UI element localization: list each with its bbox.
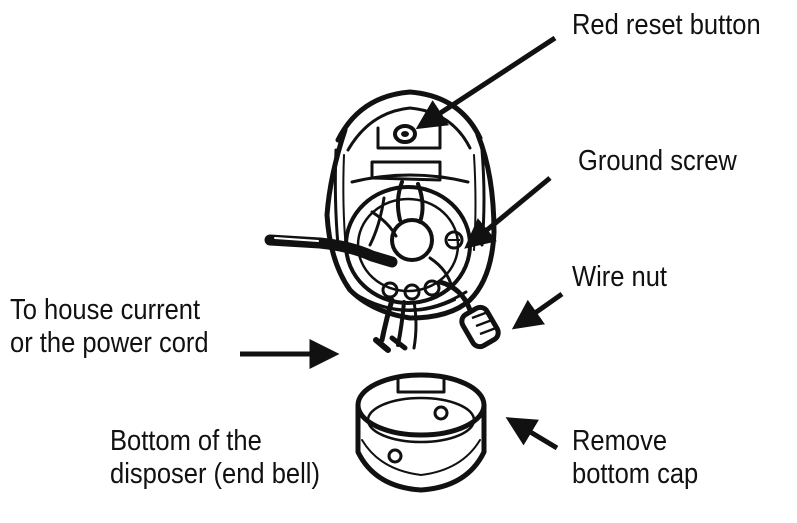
label-bottom-of-disposer: Bottom of the disposer (end bell): [110, 425, 320, 491]
label-wire-nut: Wire nut: [572, 261, 668, 293]
label-remove-bottom-cap: Remove bottom cap: [572, 425, 699, 491]
ground-screw: [444, 230, 464, 250]
terminal-screws: [381, 279, 441, 301]
leader-arrows: [240, 35, 564, 451]
arrow-remove-bottom-cap: [505, 417, 559, 451]
reset-button: [393, 124, 417, 144]
bottom-cap: [355, 372, 487, 493]
arrow-ground-screw: [464, 176, 552, 249]
wire-nut-lead: [437, 279, 473, 313]
label-house-current: To house current or the power cord: [10, 294, 209, 360]
arrow-wire-nut: [511, 291, 564, 330]
wire-nut: [459, 304, 501, 350]
label-ground-screw: Ground screw: [578, 145, 737, 177]
house-wire-bundle: [373, 297, 418, 353]
label-red-reset-button: Red reset button: [572, 9, 761, 41]
arrow-red-reset-button: [415, 35, 557, 130]
power-cord: [264, 234, 398, 268]
